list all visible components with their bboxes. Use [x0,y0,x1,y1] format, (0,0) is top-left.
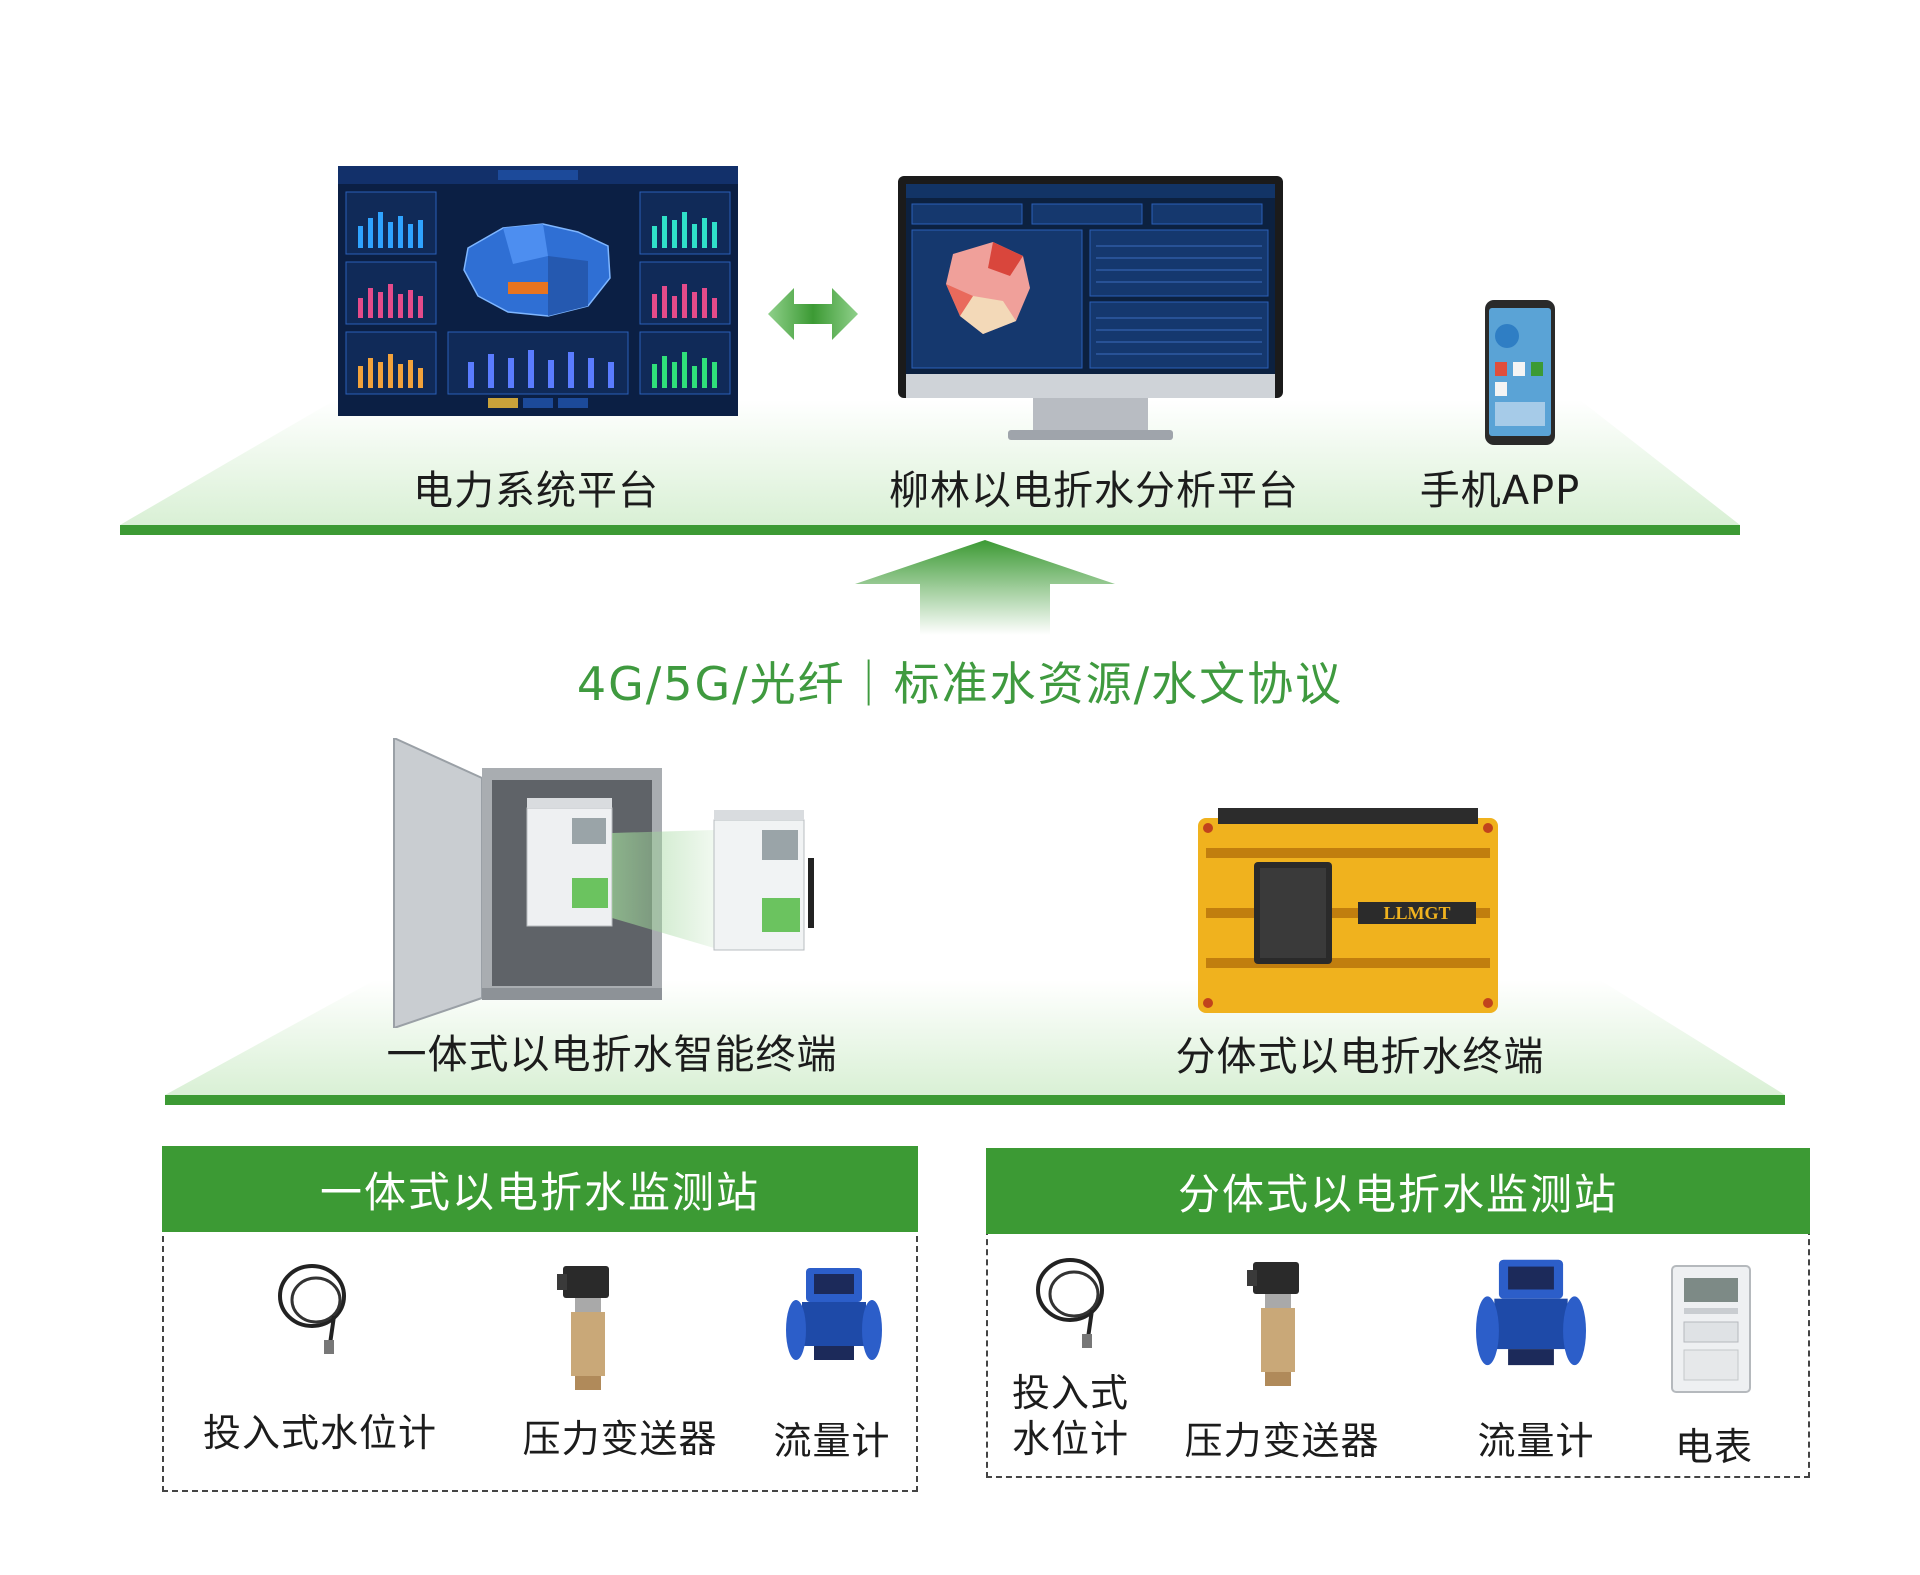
split-terminal-brand: LLMGT [1383,903,1450,923]
device-label: 流量计 [1477,1419,1595,1463]
submersible-level-gauge-icon [278,1264,346,1354]
device-label: 压力变送器 [522,1417,718,1461]
upload-arrow-icon [855,540,1115,635]
submersible-level-gauge-icon [1036,1258,1104,1348]
network-protocol-label: 4G/5G/光纤｜标准水资源/水文协议 [576,657,1344,711]
integrated-cabinet-icon [393,738,814,1028]
desktop-monitor-icon [898,176,1283,440]
station-title: 分体式以电折水监测站 [986,1148,1810,1234]
device-label: 流量计 [773,1419,891,1463]
top-platform [120,400,1740,535]
split-terminal-icon: LLMGT [1198,808,1498,1013]
terminal-platform [165,980,1785,1105]
flow-meter-icon [1476,1259,1586,1366]
terminal-label-split: 分体式以电折水终端 [1175,1034,1545,1080]
dashboard-screen-icon [338,166,738,416]
electric-meter-icon [1671,1265,1751,1393]
smartphone-icon [1485,300,1555,445]
pressure-transmitter-icon [557,1266,609,1390]
platform-label-app: 手机APP [1419,468,1581,514]
flow-meter-icon [786,1268,882,1360]
device-label: 投入式 水位计 [1012,1371,1130,1461]
device-label: 电表 [1674,1425,1754,1469]
terminal-label-integrated: 一体式以电折水智能终端 [386,1032,838,1078]
platform-label-power: 电力系统平台 [413,468,659,514]
platform-label-analysis: 柳林以电折水分析平台 [889,468,1299,514]
pressure-transmitter-icon [1247,1262,1299,1386]
device-label: 压力变送器 [1184,1419,1380,1463]
station-split: 分体式以电折水监测站 [986,1148,1810,1478]
device-label: 投入式水位计 [202,1411,438,1455]
bidirectional-arrow-icon [768,288,858,340]
station-title: 一体式以电折水监测站 [162,1146,918,1232]
station-integrated: 一体式以电折水监测站 [162,1146,918,1492]
